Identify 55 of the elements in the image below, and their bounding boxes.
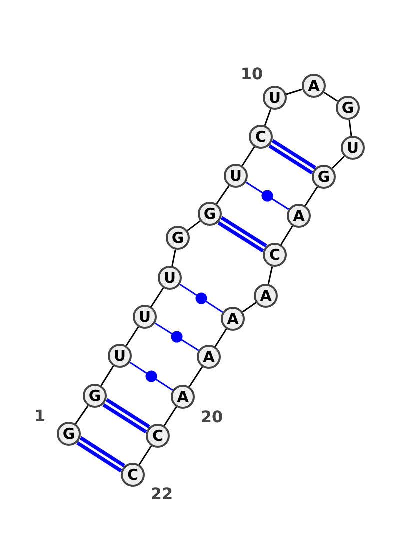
- backbone-line: [150, 288, 164, 308]
- nucleotide-circle: G: [57, 422, 81, 446]
- backbone-line: [324, 92, 338, 102]
- nucleotide-circle: A: [287, 204, 311, 228]
- double-line-base-pair: [76, 436, 126, 473]
- double-line-base-pair: [268, 139, 318, 175]
- position-number: 22: [150, 484, 174, 504]
- backbone-line: [187, 220, 201, 232]
- nucleotide-circle: C: [121, 463, 145, 487]
- backbone-line: [216, 185, 230, 205]
- backbone-line: [348, 120, 352, 136]
- backbone-line: [242, 302, 257, 313]
- backbone-line: [242, 146, 256, 166]
- backbone-line: [138, 446, 152, 466]
- nucleotide-circle: A: [254, 284, 278, 308]
- position-number: 20: [200, 408, 224, 426]
- backbone-line: [268, 266, 274, 284]
- nucleotide-circle: C: [263, 243, 287, 267]
- nucleotide-circle: G: [83, 384, 107, 408]
- nucleotide-circle: A: [302, 74, 326, 98]
- double-line-base-pair: [102, 398, 152, 434]
- backbone-line: [126, 326, 140, 346]
- nucleotide-circle: U: [224, 164, 248, 188]
- nucleotide-circle: G: [336, 96, 360, 120]
- backbone-line: [304, 186, 318, 206]
- nucleotide-circle: G: [166, 226, 190, 250]
- backbone-line: [280, 226, 294, 246]
- double-line-base-pair: [216, 216, 268, 253]
- backbone-line: [75, 405, 89, 425]
- backbone-line: [172, 250, 176, 266]
- backbone-line: [286, 88, 303, 96]
- nucleotide-circle: C: [249, 125, 273, 149]
- backbone-line: [100, 366, 114, 386]
- backbone-line: [264, 109, 272, 126]
- nucleotide-circle: G: [312, 165, 336, 189]
- backbone-line: [164, 406, 178, 426]
- base-pair-line: [179, 284, 224, 314]
- position-number: 10: [240, 64, 264, 84]
- nucleotide-circle: U: [108, 344, 132, 368]
- nucleotide-circle: C: [146, 424, 170, 448]
- base-pair-line: [129, 362, 174, 392]
- nucleotide-circle: U: [341, 136, 365, 160]
- base-pair-line: [154, 322, 200, 352]
- nucleotide-circle: A: [171, 385, 195, 409]
- position-number: 1: [34, 406, 46, 426]
- nucleotide-circle: U: [133, 305, 157, 329]
- backbone-line: [188, 366, 204, 388]
- nucleotide-circle: A: [221, 307, 245, 331]
- nucleotide-circle: A: [197, 345, 221, 369]
- backbone-line: [332, 156, 346, 170]
- nucleotide-circle: U: [263, 86, 287, 110]
- backbone-line: [214, 328, 228, 348]
- nucleotide-circle: G: [198, 202, 222, 226]
- nucleotide-circle: U: [158, 266, 182, 290]
- base-pair-line: [245, 182, 290, 210]
